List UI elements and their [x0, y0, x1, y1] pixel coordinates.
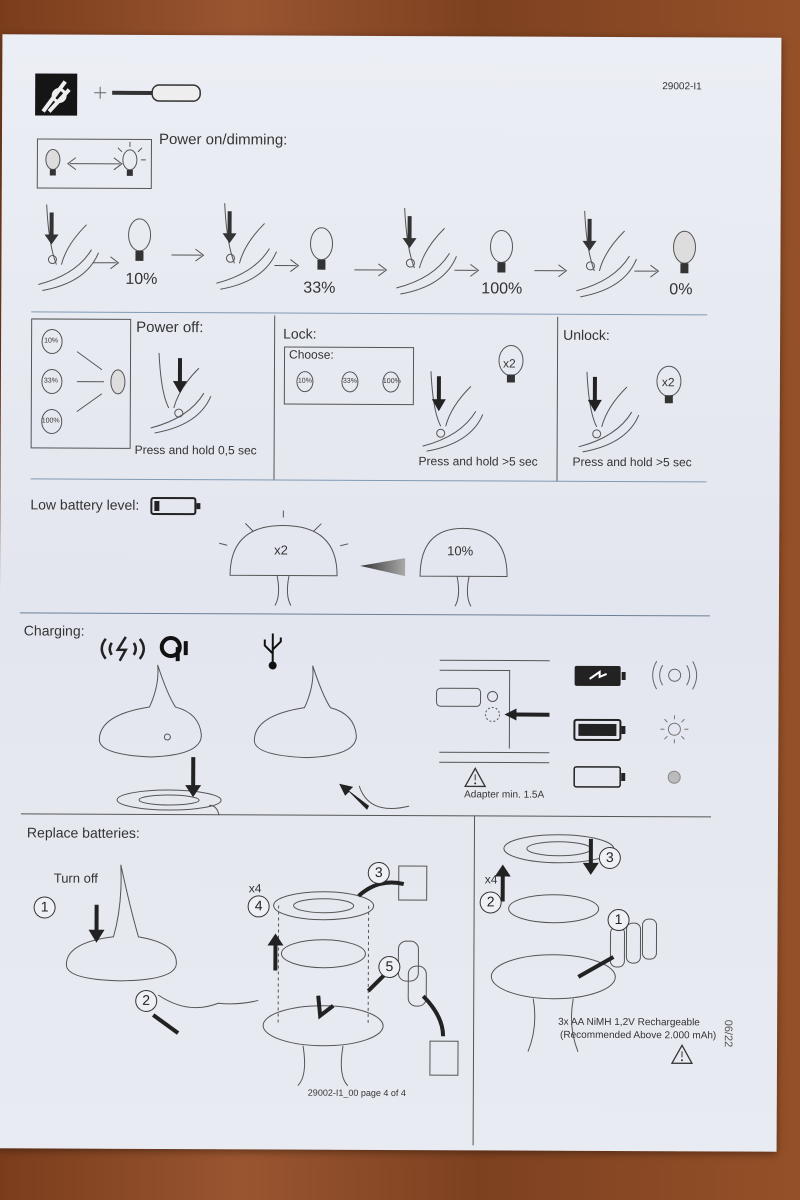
bulb-blink-icon	[498, 345, 524, 383]
step-badge: 2	[479, 891, 502, 914]
instruction-sheet: 29002-I1 Power on/dimming: 10% 33% 100% …	[0, 34, 782, 1152]
lock-blink: x2	[502, 356, 516, 371]
battery-full-icon	[573, 718, 626, 742]
step-badge: 1	[33, 896, 56, 919]
step-badge: 4	[247, 895, 270, 918]
warning-icon	[670, 1043, 694, 1064]
step-level-33: 33%	[303, 279, 336, 297]
bulbs-to-off-icon	[41, 329, 126, 435]
lock-instruction: Press and hold >5 sec	[418, 454, 538, 469]
step-badge: 3	[367, 861, 390, 885]
led-pulsing-icon	[652, 660, 698, 690]
pliers-icon	[41, 80, 71, 113]
low-battery-blink: x2	[274, 542, 288, 558]
press-button-icon	[150, 352, 212, 434]
low-battery-icon	[150, 496, 201, 516]
page-footer: 29002-I1_00 page 4 of 4	[307, 1087, 406, 1099]
step-badge: 1	[607, 908, 630, 932]
unlock-blink: x2	[661, 375, 675, 390]
fading-wedge	[360, 558, 406, 577]
divider	[30, 478, 707, 483]
battery-count-right: x4	[484, 872, 498, 887]
step-level-10: 10%	[125, 270, 158, 288]
replace-batteries-rechargeable-illustration	[490, 834, 658, 1053]
battery-note: 3x AA NiMH 1,2V Rechargeable	[558, 1016, 700, 1029]
unlock-instruction: Press and hold >5 sec	[572, 454, 692, 470]
replace-title: Replace batteries:	[26, 824, 140, 841]
revision-date: 06/22	[721, 1019, 734, 1048]
low-battery-level: 10%	[447, 543, 474, 559]
battery-empty-icon	[573, 766, 626, 788]
bulb-levels-icon	[296, 371, 400, 393]
divider	[21, 813, 712, 818]
usb-icon	[263, 633, 282, 670]
lamp-blink-illustration	[219, 510, 508, 607]
lock-choose-box: Choose: 10% 33% 100%	[283, 346, 415, 406]
press-button-icon	[578, 371, 640, 453]
adapter-note: Adapter min. 1.5A	[464, 789, 545, 801]
dimming-sequence-illustration	[38, 203, 697, 298]
step-badge: 2	[135, 989, 158, 1012]
divider	[556, 316, 559, 482]
charging-lamps-illustration	[98, 664, 410, 816]
doc-code: 29002-I1	[662, 81, 702, 93]
step-level-100: 100%	[481, 280, 523, 298]
unlock-title: Unlock:	[563, 326, 610, 343]
lock-title: Lock:	[283, 325, 317, 342]
battery-count-left: x4	[248, 881, 262, 896]
qi-icon	[159, 636, 188, 662]
divider	[19, 612, 710, 617]
battery-charging-icon	[574, 665, 626, 687]
charging-method-icons	[100, 633, 282, 670]
warning-icon	[464, 767, 487, 788]
power-off-instruction: Press and hold 0,5 sec	[134, 442, 257, 458]
led-off-icon	[667, 770, 681, 784]
replace-batteries-illustration	[65, 864, 459, 1087]
power-off-levels-box: 10% 33% 100%	[30, 318, 132, 449]
led-on-icon	[660, 715, 689, 744]
wireless-charging-icon	[100, 636, 145, 662]
press-button-icon	[38, 204, 99, 291]
power-off-title: Power off:	[136, 318, 204, 337]
screwdriver-icon	[94, 84, 201, 102]
step-badge: 5	[378, 955, 401, 979]
step-level-0: 0%	[669, 281, 693, 299]
tools-logo-icon	[35, 73, 78, 116]
bulb-off-on-icon	[45, 141, 146, 176]
step-badge: 3	[598, 846, 621, 870]
press-button-icon	[422, 371, 484, 452]
dimming-title: Power on/dimming:	[158, 130, 288, 149]
divider	[273, 315, 276, 481]
charging-indicator-illustration	[436, 659, 698, 788]
low-battery-title: Low battery level:	[30, 496, 140, 513]
dimming-legend-box	[36, 138, 152, 189]
battery-recommendation: (Recommended Above 2.000 mAh)	[560, 1029, 717, 1042]
bulb-blink-icon	[656, 365, 682, 404]
charging-title: Charging:	[23, 622, 85, 639]
divider	[31, 311, 708, 316]
